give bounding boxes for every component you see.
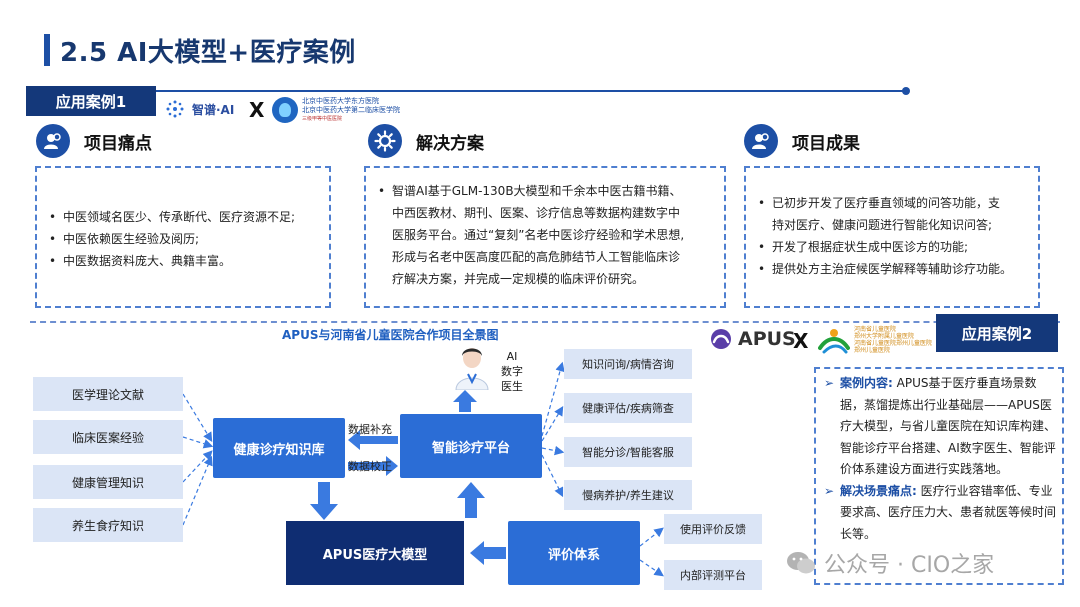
case2-badge: 应用案例2 (936, 314, 1058, 352)
pain-section-header: 项目痛点 (36, 124, 152, 158)
pain-points-box: 中医领域名医少、传承断代、医疗资源不足; 中医依赖医生经验及阅历; 中医数据资料… (35, 166, 331, 308)
case1-badge: 应用案例1 (26, 86, 156, 116)
data-supplement-label: 数据补充 (348, 423, 392, 436)
data-correction-label: 数据校正 (348, 460, 392, 473)
solution-section-title: 解决方案 (416, 133, 484, 154)
service-consultation: 知识问询/病情咨询 (564, 349, 692, 379)
hospital2-logo: 河南省儿童医院 郑州大学附属儿童医院 河南省儿童医院郑州儿童医院 郑州儿童医院 (818, 326, 932, 354)
result-box: 已初步开发了医疗垂直领域的问答功能，支 持对医疗、健康问题进行智能化知识问答; … (744, 166, 1040, 308)
pain-item: 中医依赖医生经验及阅历; (45, 228, 319, 250)
apus-logo-text: APUS (738, 328, 796, 350)
result-line: 已初步开发了医疗垂直领域的问答功能，支 (772, 196, 1001, 210)
zhipu-logo-text: 智谱·AI (192, 102, 235, 117)
service-triage: 智能分诊/智能客服 (564, 437, 692, 467)
solution-line: 形成与名老中医高度匹配的高危肺结节人工智能临床诊 (392, 250, 681, 264)
wechat-icon (787, 552, 815, 574)
title-accent-bar (44, 34, 50, 66)
hospital1-emblem-icon (272, 97, 298, 123)
solution-section-header: 解决方案 (368, 124, 484, 158)
case2-pain-text: 医疗行业容错率低、专业要求高、医疗压力大、患者就医等候时间长等。 (840, 483, 1057, 541)
solution-line: 疗解决方案，并完成一定规模的临床评价研究。 (392, 272, 645, 286)
hospital2-subname: 郑州大学附属儿童医院 (854, 333, 915, 340)
hospital1-subname: 北京中医药大学第二临床医学院 (302, 106, 400, 114)
result-line: 持对医疗、健康问题进行智能化知识问答; (772, 218, 993, 232)
arrow-right-icon: ➢ (824, 376, 835, 390)
pain-item: 中医领域名医少、传承断代、医疗资源不足; (45, 206, 319, 228)
solution-line: 智谱AI基于GLM-130B大模型和千余本中医古籍书籍、 (392, 184, 682, 198)
case1-header-line (156, 90, 906, 92)
service-chronic-care: 慢病养护/养生建议 (564, 480, 692, 510)
diagram-caption: APUS与河南省儿童医院合作项目全景图 (282, 328, 499, 342)
source-literature: 医学理论文献 (33, 377, 183, 411)
team-icon (744, 124, 778, 158)
solution-box: 智谱AI基于GLM-130B大模型和千余本中医古籍书籍、 中西医教材、期刊、医案… (364, 166, 726, 308)
case1-header-line-dot (902, 87, 910, 95)
watermark: 公众号 · CIO之家 (786, 547, 994, 579)
zhipu-logo: 智谱·AI (164, 98, 234, 120)
gear-icon (368, 124, 402, 158)
hospital2-subname-3: 郑州儿童医院 (854, 347, 891, 354)
apus-logo: APUS (708, 328, 796, 350)
arrow-right-icon: ➢ (824, 483, 835, 498)
solution-text: 智谱AI基于GLM-130B大模型和千余本中医古籍书籍、 中西医教材、期刊、医案… (374, 180, 714, 290)
hospital1-name: 北京中医药大学东方医院 (302, 97, 379, 105)
source-health-management: 健康管理知识 (33, 465, 183, 499)
ai-doctor-avatar-icon (455, 348, 489, 390)
result-item: 开发了根据症状生成中医诊方的功能; (754, 236, 1030, 258)
result-item: 已初步开发了医疗垂直领域的问答功能，支 持对医疗、健康问题进行智能化知识问答; (754, 192, 1030, 236)
section-divider (30, 321, 1060, 323)
knowledge-base-node: 健康诊疗知识库 (213, 418, 345, 478)
eval-feedback: 使用评价反馈 (664, 514, 762, 544)
pain-section-title: 项目痛点 (84, 133, 152, 154)
case2-content: ➢ 案例内容: APUS基于医疗垂直场景数据，蒸馏提炼出行业基础层——APUS医… (824, 373, 1056, 481)
case2-pain: ➢ 解决场景痛点: 医疗行业容错率低、专业要求高、医疗压力大、患者就医等候时间长… (824, 481, 1056, 546)
result-section-header: 项目成果 (744, 124, 860, 158)
hospital2-emblem-icon (818, 329, 850, 354)
case2-content-text: APUS基于医疗垂直场景数据，蒸馏提炼出行业基础层——APUS医疗大模型，与省儿… (840, 376, 1057, 476)
hospital2-name: 河南省儿童医院 (854, 326, 897, 333)
result-item: 提供处方主治症候医学解释等辅助诊疗功能。 (754, 258, 1030, 280)
case2-content-key: 案例内容: (840, 376, 893, 390)
pain-item: 中医数据资料庞大、典籍丰富。 (45, 250, 319, 272)
case2-pain-key: 解决场景痛点: (840, 483, 917, 498)
solution-line: 医服务平台。通过“复刻”名老中医诊疗经验和学术思想, (392, 228, 685, 242)
hospital1-grade: 三级甲等中医医院 (302, 116, 343, 122)
ai-doctor-label: AI 数字 医生 (501, 350, 523, 393)
source-dietary-therapy: 养生食疗知识 (33, 508, 183, 542)
eval-internal-platform: 内部评测平台 (664, 560, 762, 590)
apus-logo-icon (711, 329, 731, 349)
users-icon (36, 124, 70, 158)
case1-cross: X (249, 98, 265, 122)
hospital1-logo: 北京中医药大学东方医院 北京中医药大学第二临床医学院 三级甲等中医医院 (272, 96, 400, 124)
source-clinical-cases: 临床医案经验 (33, 420, 183, 454)
diagnosis-platform-node: 智能诊疗平台 (400, 414, 542, 478)
apus-model-node: APUS医疗大模型 (286, 521, 464, 585)
case2-cross: X (793, 329, 809, 353)
evaluation-system-node: 评价体系 (508, 521, 640, 585)
page-title: 2.5 AI大模型+医疗案例 (60, 38, 356, 68)
result-section-title: 项目成果 (792, 133, 860, 154)
case2-description-box: ➢ 案例内容: APUS基于医疗垂直场景数据，蒸馏提炼出行业基础层——APUS医… (814, 367, 1064, 585)
solution-line: 中西医教材、期刊、医案、诊疗信息等数据构建数字中 (392, 206, 681, 220)
service-screening: 健康评估/疾病筛查 (564, 393, 692, 423)
hospital2-subname-2: 河南省儿童医院郑州儿童医院 (854, 340, 933, 347)
zhipu-logo-icon (166, 100, 184, 118)
watermark-text: 公众号 · CIO之家 (824, 553, 995, 578)
